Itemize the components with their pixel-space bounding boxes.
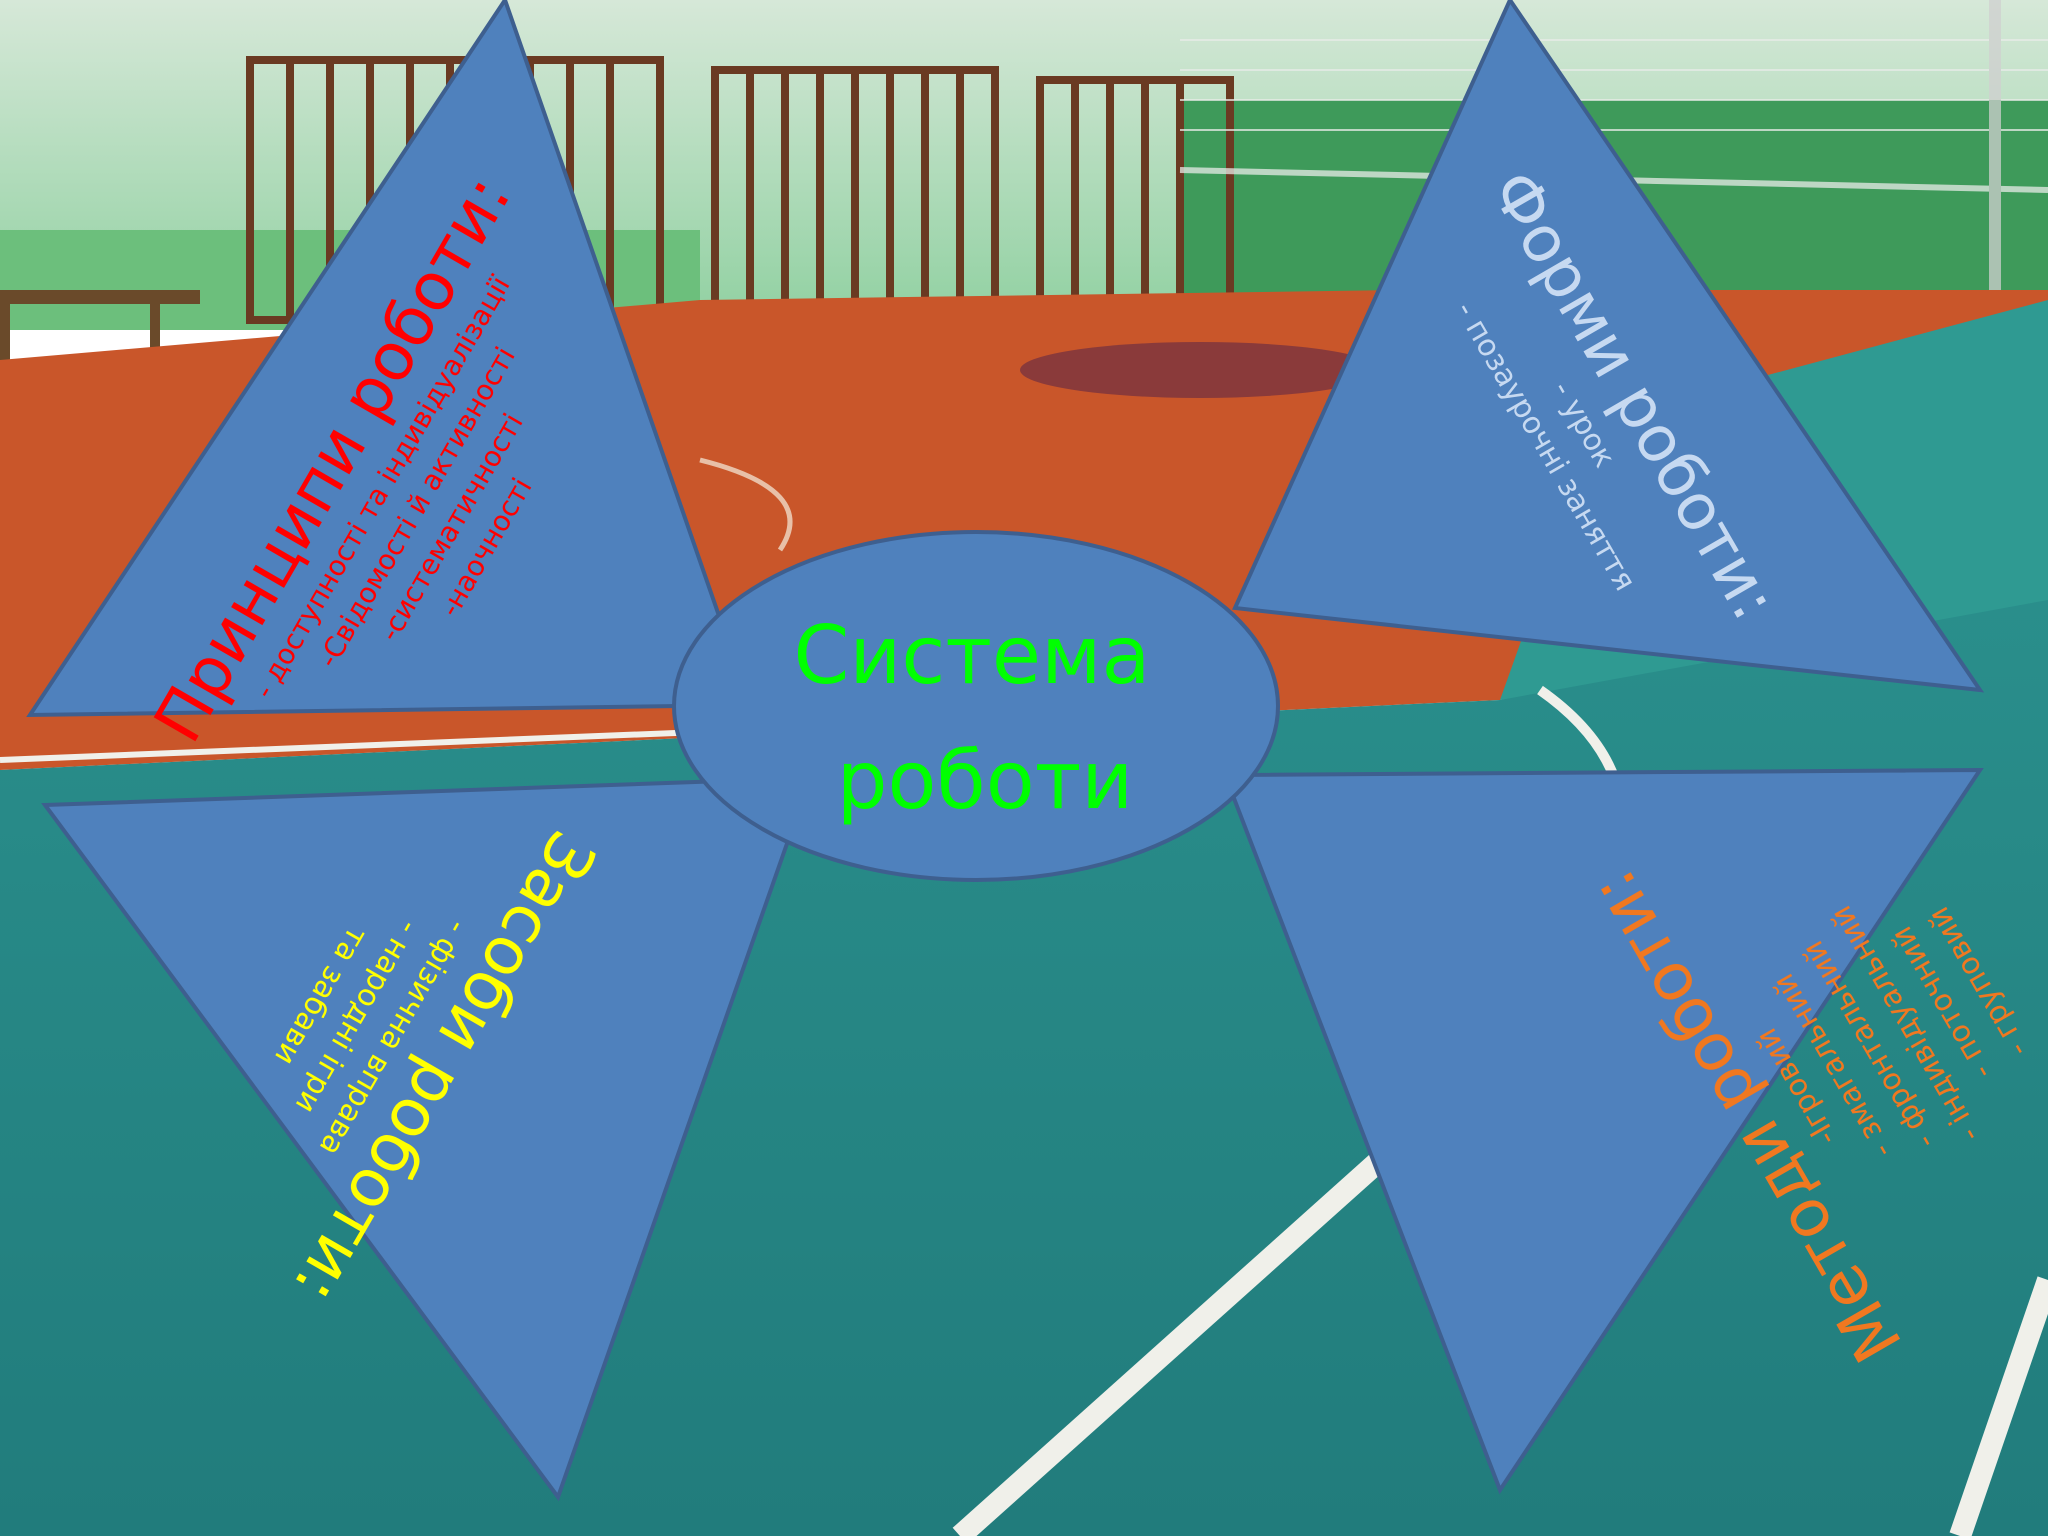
principles-triangle (26, 0, 753, 718)
floor-circle (1020, 342, 1380, 398)
center-title-line1: Система (793, 609, 1150, 702)
center-title-line2: роботи (837, 734, 1134, 827)
benches (0, 290, 200, 380)
means-triangle (41, 775, 813, 1502)
forms-triangle (1232, 0, 1985, 693)
methods-triangle (1222, 767, 1984, 1495)
center-ellipse (672, 530, 1280, 882)
